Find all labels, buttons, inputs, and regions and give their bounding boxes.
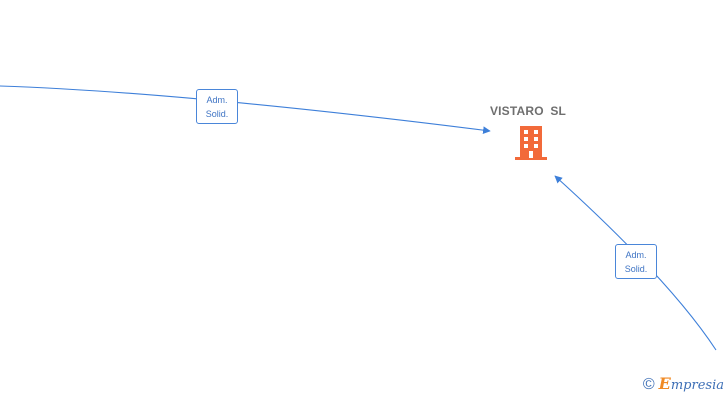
edge-line-left (0, 85, 491, 134)
company-node-label[interactable]: VISTARO SL (489, 104, 567, 118)
edge-label-role: Adm. (625, 250, 647, 260)
edge-label-type: Solid. (205, 109, 229, 119)
edge-label-left[interactable]: Adm. Solid. (196, 89, 238, 124)
edge-label-role: Adm. (206, 95, 228, 105)
building-icon[interactable] (514, 125, 548, 161)
edge-label-type: Solid. (624, 264, 648, 274)
brand-logo-text: mpresia (670, 378, 724, 393)
brand-logo-e: E (658, 374, 671, 393)
copyright-icon: © (642, 376, 655, 393)
edge-label-right[interactable]: Adm. Solid. (615, 244, 657, 279)
brand-logo: Empresia (659, 376, 724, 394)
watermark: © Empresia (643, 376, 724, 394)
